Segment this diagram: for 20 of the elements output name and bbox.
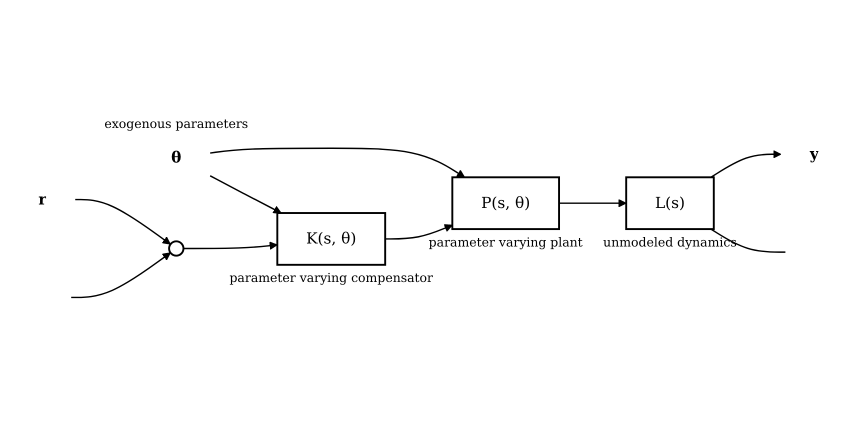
arrow — [71, 252, 171, 298]
arrow — [210, 175, 282, 214]
arrow — [75, 198, 171, 245]
node-text: θ — [171, 148, 182, 166]
arrow — [183, 241, 278, 250]
connector — [710, 228, 786, 253]
arrow — [710, 150, 782, 178]
node-box: K(s, θ) — [276, 212, 386, 266]
node-text: y — [810, 144, 819, 163]
node-box: L(s) — [625, 176, 715, 230]
caption-text: parameter varying plant — [428, 234, 583, 250]
arrow — [210, 148, 466, 178]
arrow — [559, 198, 627, 208]
node-circle — [168, 240, 184, 257]
node-box: P(s, θ) — [451, 176, 560, 230]
caption-text: parameter varying compensator — [229, 270, 433, 286]
caption-text: exogenous parameters — [104, 116, 248, 132]
caption-text: unmodeled dynamics — [603, 234, 737, 250]
node-text: r — [38, 190, 46, 208]
arrow — [385, 224, 453, 240]
